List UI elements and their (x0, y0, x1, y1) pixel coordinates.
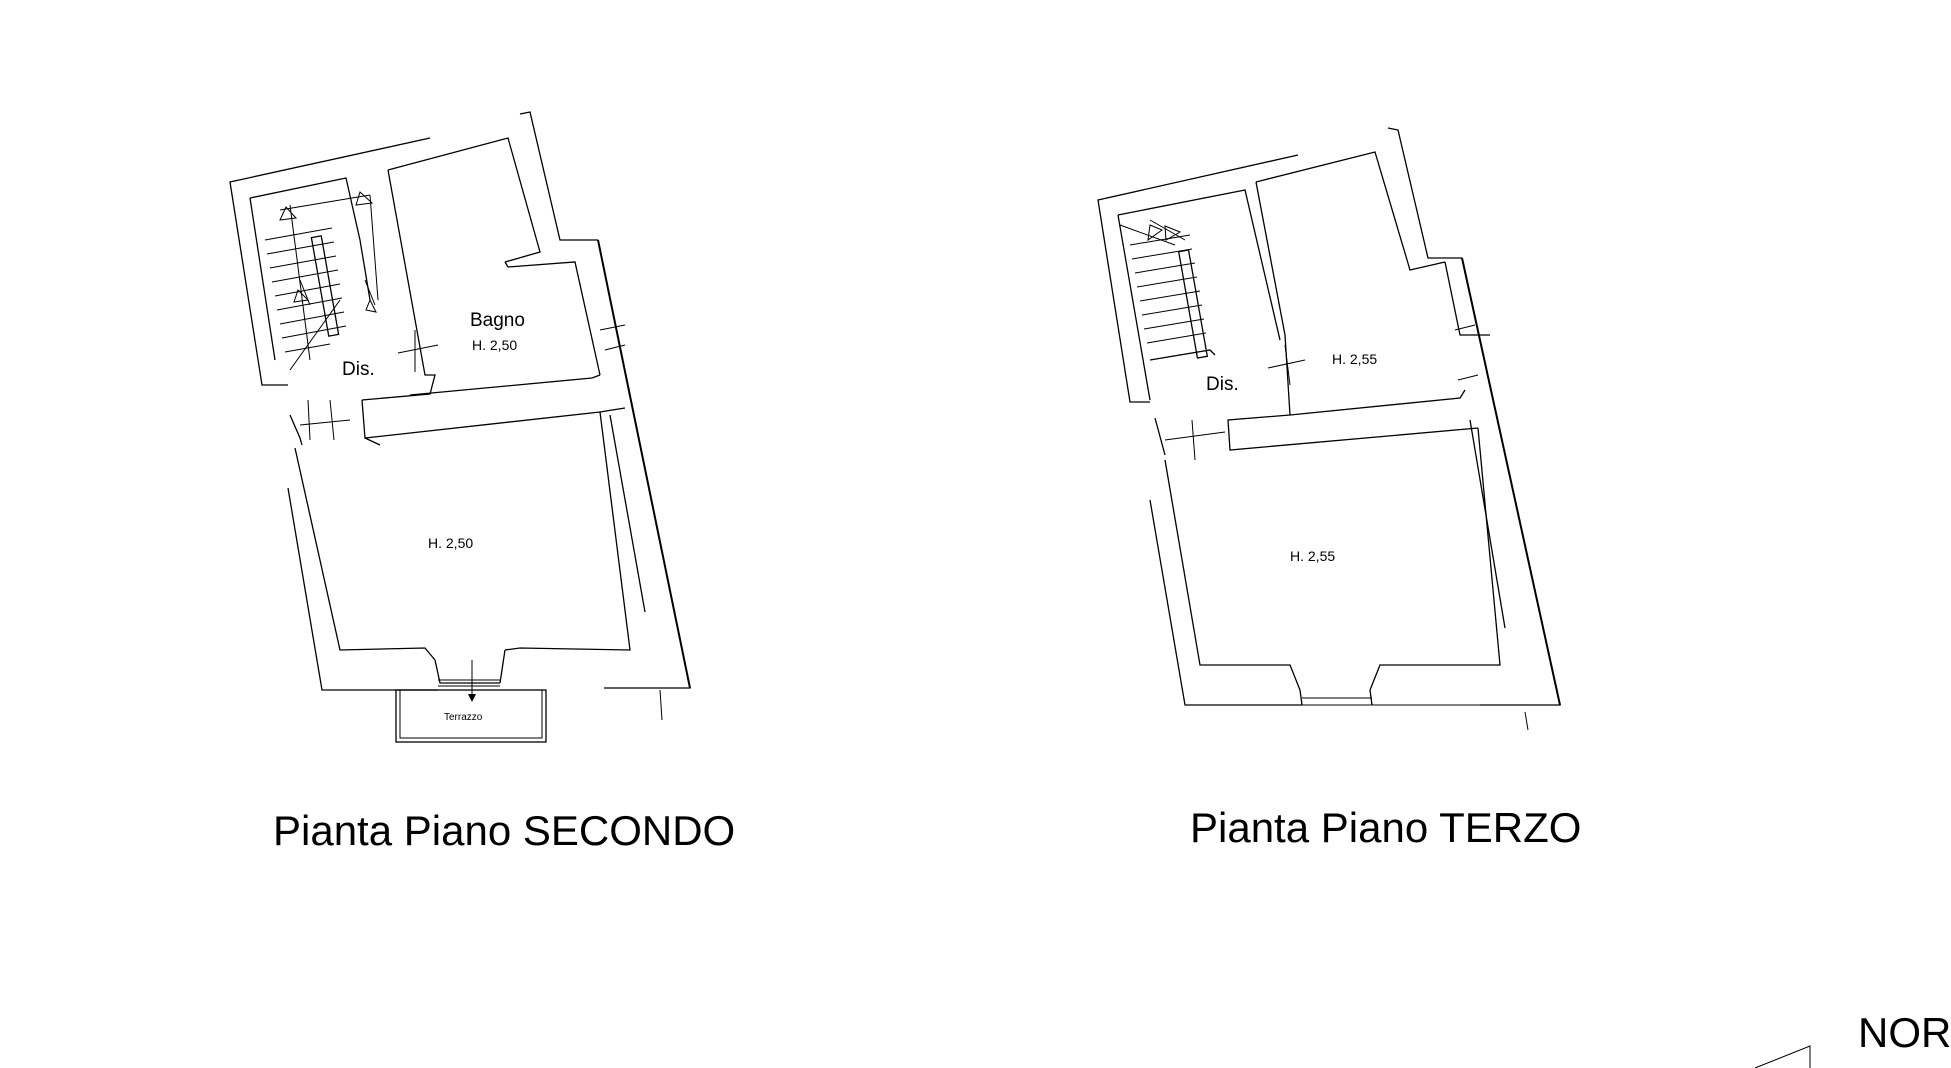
plan-terzo-stair (1119, 219, 1216, 361)
north-indicator: NOR (1754, 1009, 1951, 1068)
plan-caption: Pianta Piano SECONDO (273, 807, 735, 854)
north-label: NOR (1858, 1009, 1951, 1056)
plan-secondo-stair (264, 191, 379, 371)
room-height-main: H. 2,50 (428, 535, 473, 551)
room-label-dis: Dis. (1206, 374, 1239, 395)
room-height-bagno: H. 2,50 (472, 337, 517, 353)
room-label-bagno: Bagno (470, 310, 525, 331)
room-height-main: H. 2,55 (1290, 548, 1335, 564)
terrace-label: Terrazzo (444, 712, 483, 723)
plan-terzo-walls (1097, 127, 1561, 731)
plan-secondo-walls (229, 111, 691, 743)
room-label-dis: Dis. (342, 359, 375, 380)
plan-terzo: H. 2,55 Dis. H. 2,55 Pianta Piano TERZO (1097, 127, 1581, 851)
plan-secondo: Bagno H. 2,50 Dis. H. 2,50 Terrazzo Pian… (229, 111, 735, 854)
plan-caption: Pianta Piano TERZO (1190, 804, 1581, 851)
room-height-upper: H. 2,55 (1332, 351, 1377, 367)
